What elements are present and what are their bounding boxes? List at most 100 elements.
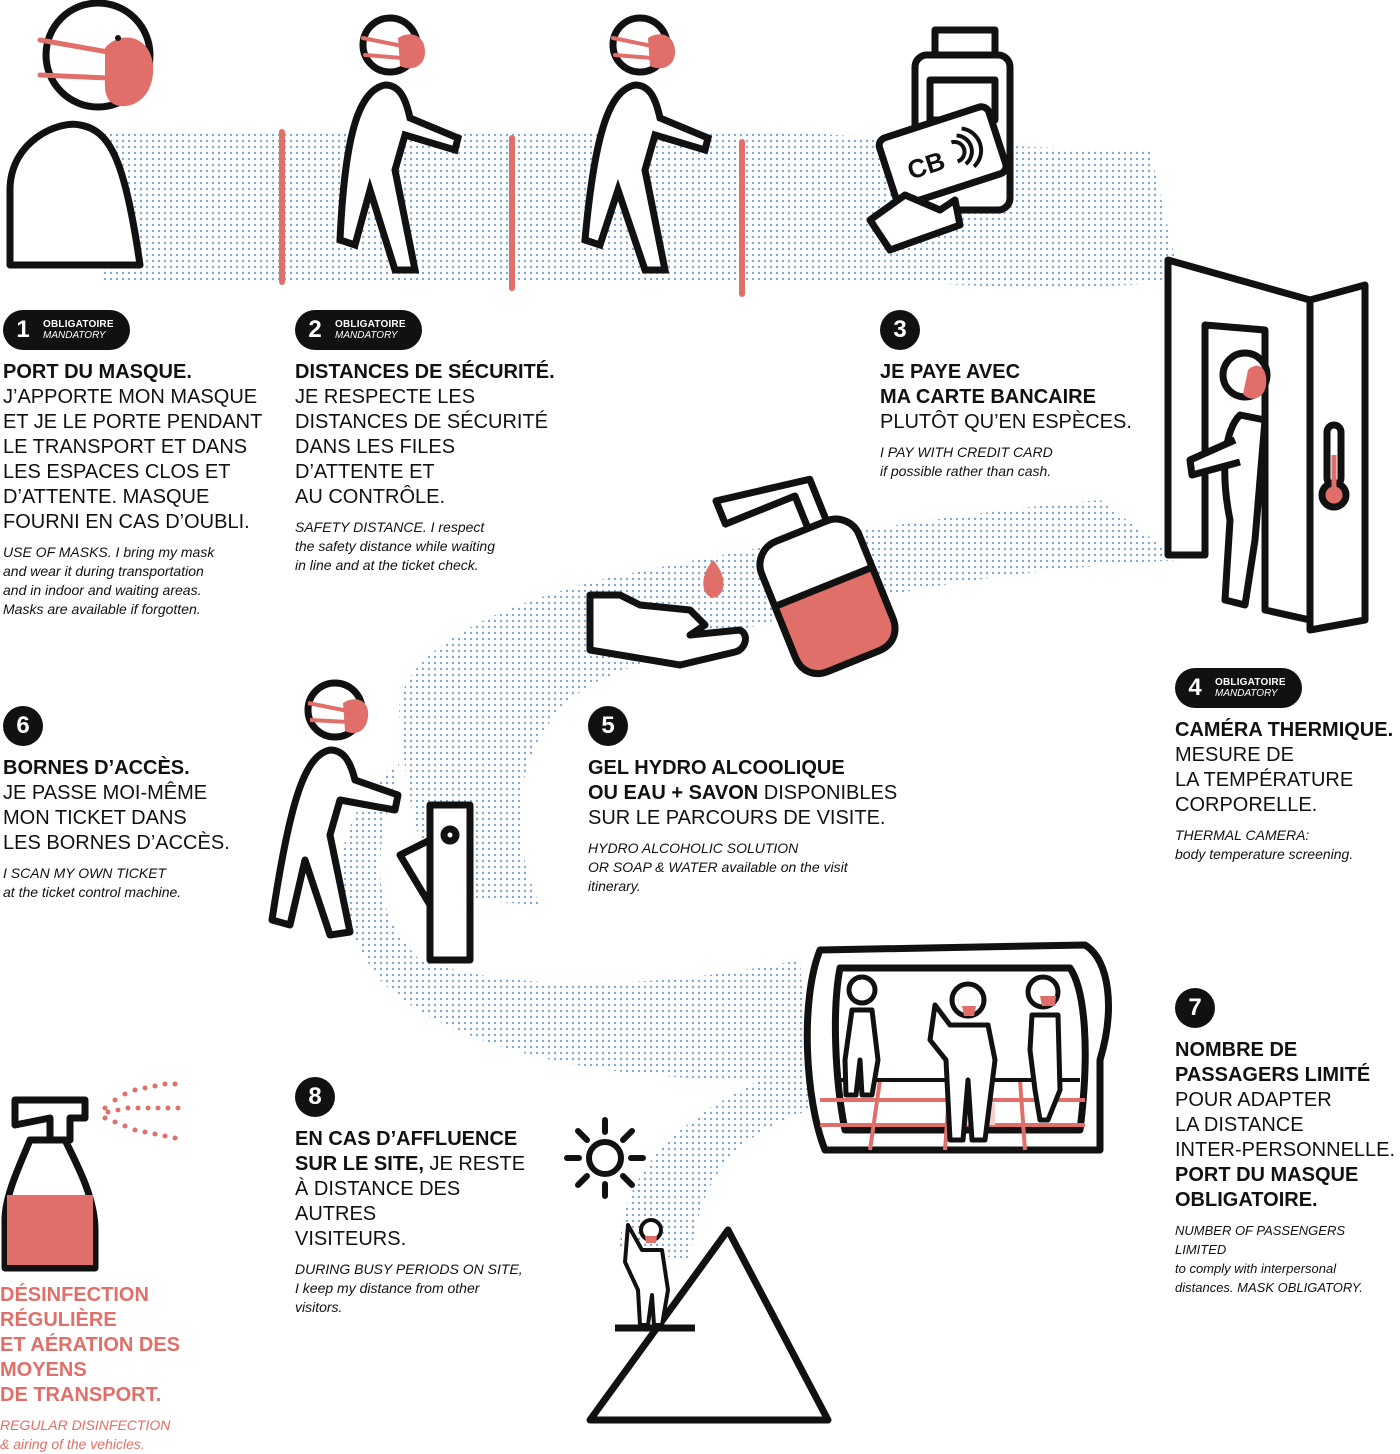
hand-sanitizer-icon bbox=[586, 475, 899, 678]
text-line: and wear it during transportation bbox=[3, 563, 204, 579]
text-line: DANS LES FILES bbox=[295, 436, 456, 458]
spray-bottle-icon bbox=[1, 1081, 181, 1272]
text-line: to comply with interpersonal bbox=[1175, 1261, 1337, 1276]
step-7-text-fr: NOMBRE DE PASSAGERS LIMITÉ POUR ADAPTER … bbox=[1175, 1038, 1399, 1213]
text-line: body temperature screening. bbox=[1175, 846, 1354, 862]
text-line: LES BORNES D’ACCÈS. bbox=[3, 832, 230, 854]
step-3-badge: 3 bbox=[880, 310, 920, 350]
text-line: visitors. bbox=[295, 1299, 343, 1315]
disinfection-text-fr: DÉSINFECTION RÉGULIÈRE ET AÉRATION DES M… bbox=[0, 1283, 270, 1408]
text-line: MESURE DE bbox=[1175, 744, 1294, 766]
text-line: CORPORELLE. bbox=[1175, 794, 1318, 816]
step-7-text-en: NUMBER OF PASSENGERS LIMITED to comply w… bbox=[1175, 1221, 1399, 1297]
text-line: & airing of the vehicles. bbox=[0, 1436, 145, 1452]
text-line: Masks are available if forgotten. bbox=[3, 601, 201, 617]
step-3-text-en: I PAY WITH CREDIT CARD if possible rathe… bbox=[880, 443, 1150, 481]
step-number: 3 bbox=[893, 316, 907, 343]
step-6-text-en: I SCAN MY OWN TICKET at the ticket contr… bbox=[3, 864, 243, 902]
step-6: 6 BORNES D’ACCÈS. JE PASSE MOI-MÊME MON … bbox=[3, 706, 243, 902]
text-line: À DISTANCE DES AUTRES bbox=[295, 1178, 461, 1225]
step-6-heading: BORNES D’ACCÈS. bbox=[3, 757, 190, 779]
ticket-gate-icon bbox=[268, 679, 474, 964]
text-line: VISITEURS. bbox=[295, 1228, 407, 1250]
step-7-heading: NOMBRE DE bbox=[1175, 1039, 1298, 1061]
step-8-text-en: DURING BUSY PERIODS ON SITE, I keep my d… bbox=[295, 1260, 545, 1317]
text-line: DISTANCES DE SÉCURITÉ bbox=[295, 411, 548, 433]
step-8-heading: SUR LE SITE, bbox=[295, 1153, 424, 1175]
text-line: NUMBER OF PASSENGERS LIMITED bbox=[1175, 1223, 1345, 1257]
disinfection-heading: DÉSINFECTION RÉGULIÈRE bbox=[0, 1284, 149, 1331]
text-line: in line and at the ticket check. bbox=[295, 557, 479, 573]
step-2-text-fr: DISTANCES DE SÉCURITÉ. JE RESPECTE LES D… bbox=[295, 360, 565, 510]
step-number: 4 bbox=[1188, 674, 1202, 701]
text-line: POUR ADAPTER bbox=[1175, 1089, 1332, 1111]
text-line: INTER-PERSONNELLE. bbox=[1175, 1139, 1396, 1161]
step-8: 8 EN CAS D’AFFLUENCE SUR LE SITE, JE RES… bbox=[295, 1077, 545, 1317]
step-number: 6 bbox=[16, 712, 30, 739]
step-5-text-en: HYDRO ALCOHOLIC SOLUTION OR SOAP & WATER… bbox=[588, 839, 898, 896]
text-line: DISPONIBLES bbox=[758, 782, 898, 804]
step-7: 7 NOMBRE DE PASSAGERS LIMITÉ POUR ADAPTE… bbox=[1175, 988, 1399, 1297]
disinfection-note: DÉSINFECTION RÉGULIÈRE ET AÉRATION DES M… bbox=[0, 1283, 270, 1454]
text-line: I keep my distance from other bbox=[295, 1280, 480, 1296]
walking-person-icon bbox=[279, 14, 745, 297]
text-line: at the ticket control machine. bbox=[3, 884, 182, 900]
badge-obligatoire: OBLIGATOIRE bbox=[1215, 676, 1286, 688]
badge-mandatory: MANDATORY bbox=[43, 329, 106, 341]
step-6-badge: 6 bbox=[3, 706, 43, 746]
text-line: LE TRANSPORT ET DANS bbox=[3, 436, 248, 458]
text-line: the safety distance while waiting bbox=[295, 538, 495, 554]
text-line: LA DISTANCE bbox=[1175, 1114, 1304, 1136]
text-line: JE RESPECTE LES bbox=[295, 386, 476, 408]
text-line: FOURNI EN CAS D’OUBLI. bbox=[3, 511, 250, 533]
step-8-text-fr: EN CAS D’AFFLUENCE SUR LE SITE, JE RESTE… bbox=[295, 1127, 545, 1252]
badge-obligatoire: OBLIGATOIRE bbox=[335, 318, 406, 330]
text-line: PLUTÔT QU’EN ESPÈCES. bbox=[880, 411, 1132, 433]
step-6-text-fr: BORNES D’ACCÈS. JE PASSE MOI-MÊME MON TI… bbox=[3, 756, 243, 856]
step-2-heading: DISTANCES DE SÉCURITÉ. bbox=[295, 361, 555, 383]
text-line: MON TICKET DANS bbox=[3, 807, 187, 829]
text-line: ET JE LE PORTE PENDANT bbox=[3, 411, 263, 433]
step-5-heading: OU EAU + SAVON bbox=[588, 782, 759, 804]
step-5-text-fr: GEL HYDRO ALCOOLIQUE OU EAU + SAVON DISP… bbox=[588, 756, 898, 831]
step-3-heading: MA CARTE BANCAIRE bbox=[880, 386, 1096, 408]
text-line: LES ESPACES CLOS ET bbox=[3, 461, 231, 483]
masked-face-icon bbox=[6, 0, 154, 269]
disinfection-heading: ET AÉRATION DES MOYENS bbox=[0, 1334, 181, 1381]
step-1-heading: PORT DU MASQUE. bbox=[3, 361, 192, 383]
cable-car-icon bbox=[803, 941, 1112, 1154]
step-number: 8 bbox=[308, 1083, 322, 1110]
text-line: D’ATTENTE ET bbox=[295, 461, 435, 483]
step-8-badge: 8 bbox=[295, 1077, 335, 1117]
step-3-text-fr: JE PAYE AVEC MA CARTE BANCAIRE PLUTÔT QU… bbox=[880, 360, 1150, 435]
text-line: THERMAL CAMERA: bbox=[1175, 827, 1310, 843]
text-line: LA TEMPÉRATURE bbox=[1175, 769, 1354, 791]
sun-icon bbox=[564, 1117, 646, 1199]
text-line: SAFETY DISTANCE. I respect bbox=[295, 519, 485, 535]
step-3: 3 JE PAYE AVEC MA CARTE BANCAIRE PLUTÔT … bbox=[880, 310, 1150, 481]
text-line: REGULAR DISINFECTION bbox=[0, 1417, 171, 1433]
mountain-icon bbox=[586, 1218, 832, 1424]
step-7-badge: 7 bbox=[1175, 988, 1215, 1028]
text-line: AU CONTRÔLE. bbox=[295, 486, 446, 508]
text-line: and in indoor and waiting areas. bbox=[3, 582, 202, 598]
text-line: itinerary. bbox=[588, 878, 641, 894]
step-7-heading: PASSAGERS LIMITÉ bbox=[1175, 1064, 1371, 1086]
thermal-door-icon bbox=[1164, 256, 1369, 634]
text-line: OR SOAP & WATER available on the visit bbox=[588, 859, 848, 875]
step-5-badge: 5 bbox=[588, 706, 628, 746]
step-number: 5 bbox=[601, 712, 615, 739]
step-4-text-fr: CAMÉRA THERMIQUE. MESURE DE LA TEMPÉRATU… bbox=[1175, 718, 1397, 818]
text-line: J’APPORTE MON MASQUE bbox=[3, 386, 258, 408]
card-terminal-icon: CB bbox=[866, 26, 1014, 254]
text-line: JE PASSE MOI-MÊME bbox=[3, 782, 208, 804]
step-1-text-en: USE OF MASKS. I bring my mask and wear i… bbox=[3, 543, 273, 619]
step-number: 7 bbox=[1188, 994, 1202, 1021]
step-8-heading: EN CAS D’AFFLUENCE bbox=[295, 1128, 518, 1150]
